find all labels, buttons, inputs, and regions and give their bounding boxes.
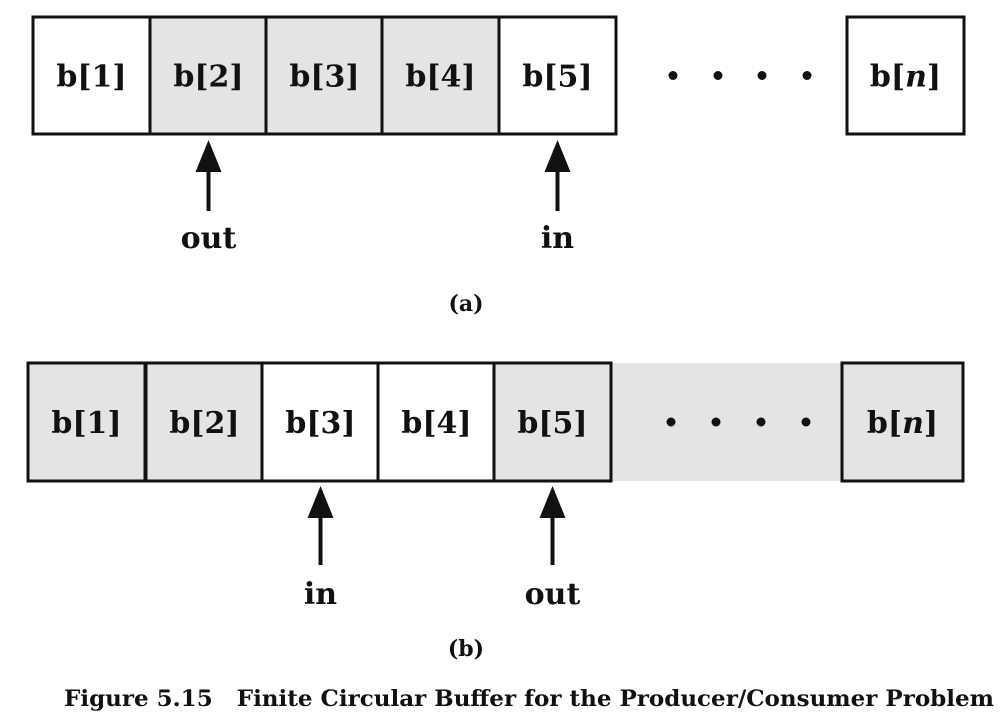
ellipsis-region: [668, 71, 812, 80]
slot-label-suffix: ]: [229, 60, 243, 95]
buffer-slot-label: b[2]: [169, 406, 239, 441]
slot-label-prefix: b[: [870, 60, 905, 95]
slot-label-suffix: ]: [573, 406, 587, 441]
slot-label-prefix: b[: [522, 60, 557, 95]
buffer-slot: b[1]: [26, 361, 147, 483]
buffer-slot-box: [260, 361, 381, 483]
slot-label-suffix: ]: [107, 406, 121, 441]
slot-label-index: n: [902, 406, 924, 441]
buffer-slot: b[2]: [148, 15, 269, 136]
ellipsis-region: [611, 363, 842, 481]
buffer-slot: b[5]: [497, 15, 618, 136]
buffer-slot-label: b[2]: [173, 60, 243, 95]
pointer-in: in: [541, 140, 574, 256]
buffer-slot-label: b[5]: [522, 60, 592, 95]
slot-label-index: 4: [437, 406, 458, 441]
ellipsis-dot: [666, 417, 676, 427]
slot-label-index: n: [905, 60, 927, 95]
pointer-arrow-head: [539, 486, 566, 518]
slot-label-index: 3: [321, 406, 342, 441]
ellipsis-dot: [756, 417, 766, 427]
ellipsis-dot: [802, 71, 812, 80]
slot-label-suffix: ]: [112, 60, 126, 95]
panel-sub-label: (b): [448, 636, 484, 662]
slot-label-index: 2: [205, 406, 226, 441]
pointer-out: out: [181, 140, 237, 256]
buffer-slot-box: [845, 15, 966, 136]
buffer-slot: b[3]: [260, 361, 381, 483]
buffer-slot-label: b[3]: [285, 406, 355, 441]
ellipsis-dot: [757, 71, 767, 80]
slot-label-index: 1: [92, 60, 113, 95]
buffer-slot: b[4]: [376, 361, 497, 483]
pointer-arrow-head: [544, 140, 571, 172]
buffer-slot: b[1]: [31, 15, 152, 136]
buffer-slot-last: b[n]: [845, 15, 966, 136]
slot-label-prefix: b[: [51, 406, 86, 441]
slot-label-prefix: b[: [401, 406, 436, 441]
buffer-slot-last: b[n]: [840, 361, 965, 483]
pointer-arrow-head: [195, 140, 222, 172]
slot-label-prefix: b[: [285, 406, 320, 441]
slot-label-index: 5: [553, 406, 574, 441]
buffer-slot-label: b[5]: [517, 406, 587, 441]
pointer-in: in: [304, 486, 337, 612]
buffer-slot-label: b[1]: [56, 60, 126, 95]
buffer-slot-box: [31, 15, 152, 136]
slot-label-index: 1: [87, 406, 108, 441]
slot-label-suffix: ]: [225, 406, 239, 441]
slot-label-suffix: ]: [457, 406, 471, 441]
figure-caption: Figure 5.15 Finite Circular Buffer for t…: [64, 686, 994, 712]
buffer-slot-box: [497, 15, 618, 136]
pointer-label: in: [304, 577, 337, 612]
buffer-slot-box: [492, 361, 613, 483]
buffer-slot-box: [148, 15, 269, 136]
slot-label-suffix: ]: [341, 406, 355, 441]
ellipsis-dot: [668, 71, 678, 80]
pointer-label: out: [181, 221, 237, 256]
buffer-slot-label: b[n]: [867, 406, 938, 441]
slot-label-suffix: ]: [345, 60, 359, 95]
buffer-slot: b[2]: [144, 361, 265, 483]
buffer-slot-label: b[4]: [401, 406, 471, 441]
ellipsis-dot: [801, 417, 811, 427]
buffer-slot-box: [840, 361, 965, 483]
buffer-slot: b[5]: [492, 361, 613, 483]
slot-label-suffix: ]: [927, 60, 941, 95]
ellipsis-dot: [713, 71, 723, 80]
pointer-arrow-head: [307, 486, 334, 518]
pointer-out: out: [525, 486, 581, 612]
pointer-label: in: [541, 221, 574, 256]
slot-label-prefix: b[: [867, 406, 902, 441]
buffer-slot-box: [264, 15, 385, 136]
buffer-slot: b[4]: [380, 15, 501, 136]
buffer-slot-label: b[1]: [51, 406, 121, 441]
slot-label-suffix: ]: [578, 60, 592, 95]
slot-label-prefix: b[: [517, 406, 552, 441]
slot-label-index: 3: [325, 60, 346, 95]
slot-label-index: 5: [558, 60, 579, 95]
buffer-slot-label: b[4]: [405, 60, 475, 95]
buffer-slot: b[3]: [264, 15, 385, 136]
buffer-slot-box: [26, 361, 147, 483]
pointer-label: out: [525, 577, 581, 612]
slot-label-suffix: ]: [924, 406, 938, 441]
slot-label-prefix: b[: [173, 60, 208, 95]
slot-label-prefix: b[: [56, 60, 91, 95]
buffer-slot-label: b[n]: [870, 60, 941, 95]
panel-sub-label: (a): [448, 291, 483, 317]
slot-label-prefix: b[: [289, 60, 324, 95]
slot-label-index: 4: [441, 60, 462, 95]
slot-label-prefix: b[: [169, 406, 204, 441]
ellipsis-dot: [711, 417, 721, 427]
slot-label-prefix: b[: [405, 60, 440, 95]
slot-label-suffix: ]: [461, 60, 475, 95]
slot-label-index: 2: [209, 60, 230, 95]
buffer-slot-label: b[3]: [289, 60, 359, 95]
